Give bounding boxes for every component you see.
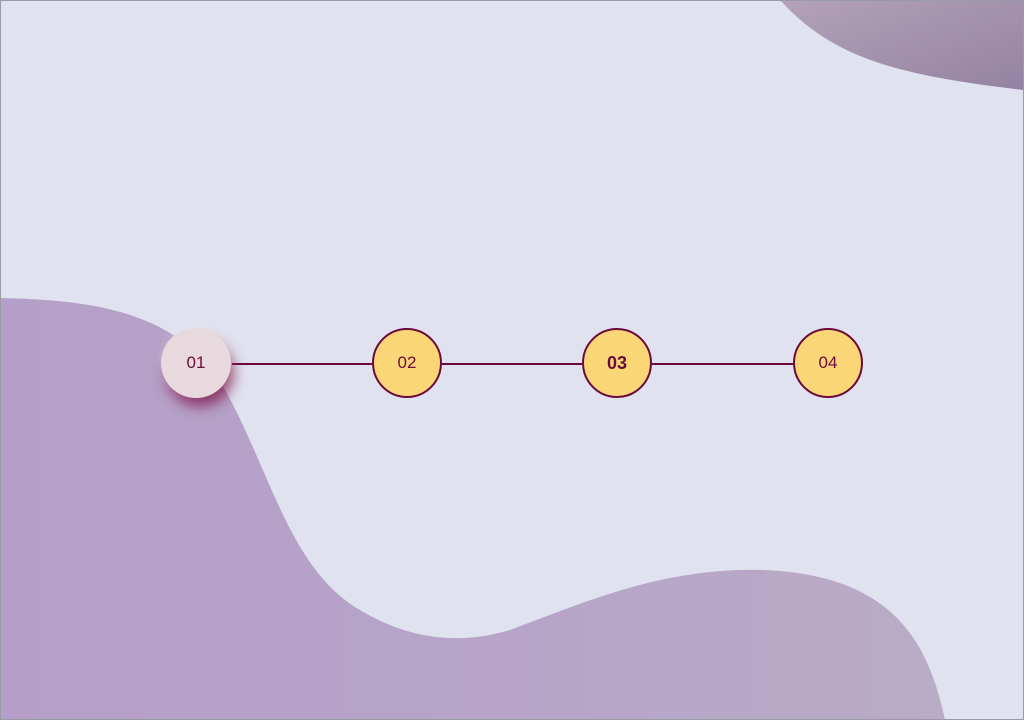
step-connector-2-3: [442, 363, 582, 365]
step-connector-1-2: [232, 363, 372, 365]
step-4-button[interactable]: 04: [793, 328, 863, 398]
top-right-blob: [780, 0, 1024, 90]
step-2-button[interactable]: 02: [372, 328, 442, 398]
step-1-label: 01: [186, 353, 206, 372]
step-connector-3-4: [652, 363, 794, 365]
bottom-left-blob: [0, 298, 945, 720]
step-3-label: 03: [606, 352, 628, 373]
step-4-label: 04: [818, 353, 838, 372]
step-3-button[interactable]: 03: [582, 328, 652, 398]
step-2-label: 02: [397, 353, 417, 372]
step-1-button[interactable]: 01: [161, 328, 231, 398]
